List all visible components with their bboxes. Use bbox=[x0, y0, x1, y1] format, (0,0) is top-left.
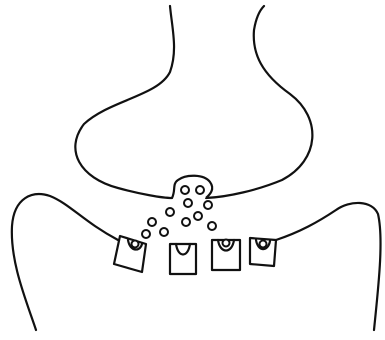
free-vesicle-6 bbox=[182, 218, 190, 226]
free-vesicle-1 bbox=[184, 199, 192, 207]
receptor-2 bbox=[170, 244, 196, 274]
free-vesicle-2 bbox=[204, 201, 212, 209]
free-vesicle-4 bbox=[194, 212, 202, 220]
fusing-vesicle-content-2 bbox=[196, 186, 204, 194]
free-vesicle-8 bbox=[142, 230, 150, 238]
free-vesicle-3 bbox=[166, 208, 174, 216]
receptor-1 bbox=[114, 236, 146, 272]
vesicle-fusing-with-membrane bbox=[172, 176, 212, 198]
bound-neurotransmitter-1 bbox=[132, 241, 139, 248]
free-vesicle-9 bbox=[160, 228, 168, 236]
presynaptic-terminal bbox=[75, 6, 312, 198]
bound-neurotransmitter-3 bbox=[260, 241, 267, 248]
bound-neurotransmitter-2 bbox=[223, 240, 230, 247]
receptor-3 bbox=[212, 240, 240, 271]
free-vesicle-7 bbox=[208, 222, 216, 230]
receptor-4 bbox=[250, 238, 276, 266]
fusing-vesicle-content-1 bbox=[181, 186, 189, 194]
free-vesicle-5 bbox=[148, 218, 156, 226]
